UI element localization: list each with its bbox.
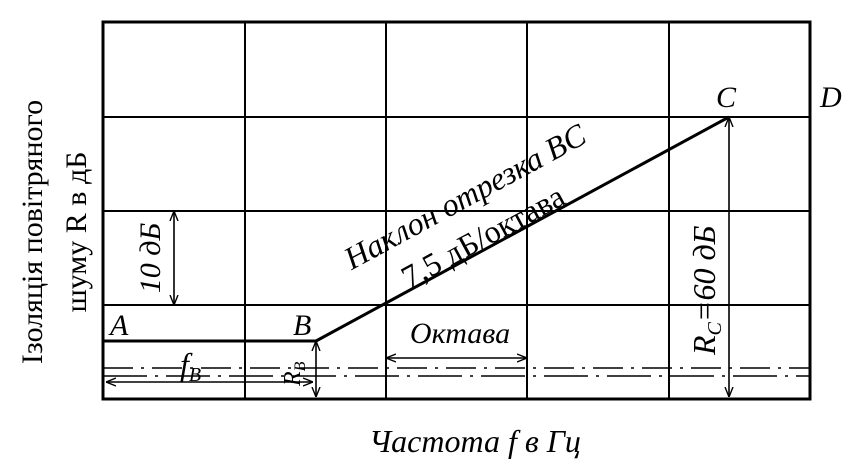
step-annotation: 10 дБ xyxy=(134,223,167,294)
segment-bc xyxy=(315,115,730,343)
point-b-label: B xyxy=(293,309,311,342)
octave-annotation: Октава xyxy=(410,317,510,350)
rc-annotation: RC=60 дБ xyxy=(686,225,726,356)
rb-annotation-sub: B xyxy=(292,361,309,371)
insulation-curve xyxy=(103,115,730,343)
rc-annotation-sub: C xyxy=(704,321,726,335)
rb-annotation: RB xyxy=(280,361,309,387)
grid xyxy=(101,20,812,401)
point-c-label: C xyxy=(716,81,737,114)
fb-annotation: fB xyxy=(180,346,201,386)
rc-annotation-rest: =60 дБ xyxy=(686,225,722,322)
x-axis-label: Частота f в Гц xyxy=(369,423,581,459)
rc-annotation-base: R xyxy=(686,335,722,356)
fb-annotation-sub: B xyxy=(189,364,201,386)
dashdot-lines xyxy=(103,367,810,377)
rb-annotation-base: R xyxy=(280,371,306,387)
point-a-label: A xyxy=(108,309,129,342)
y-axis-label-line1: Ізоляція повітряного xyxy=(16,100,49,364)
dimension-arrows xyxy=(106,117,729,397)
point-d-label: D xyxy=(819,81,842,114)
y-axis-label-line2: шуму R в дБ xyxy=(60,152,93,313)
